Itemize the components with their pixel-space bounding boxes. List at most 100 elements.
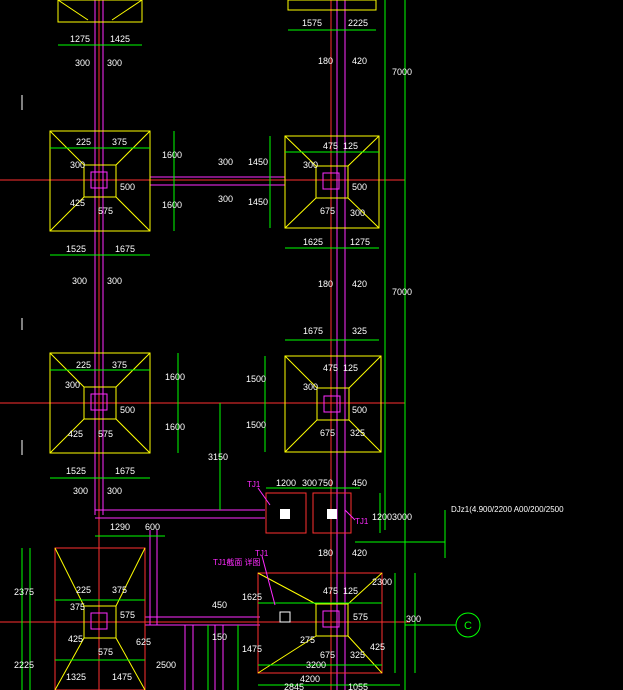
svg-text:180: 180: [318, 279, 333, 289]
svg-text:300: 300: [70, 160, 85, 170]
svg-text:750: 750: [318, 478, 333, 488]
svg-text:300: 300: [406, 614, 421, 624]
svg-text:425: 425: [370, 642, 385, 652]
leaders: [257, 487, 356, 606]
svg-text:500: 500: [352, 405, 367, 415]
tj1-pads: [265, 492, 352, 534]
wall-strips: [94, 0, 346, 690]
svg-text:475: 475: [323, 141, 338, 151]
tj1-label-a: TJ1: [247, 480, 261, 489]
svg-text:2845: 2845: [284, 682, 304, 690]
svg-text:625: 625: [136, 637, 151, 647]
svg-text:1450: 1450: [248, 157, 268, 167]
svg-text:7000: 7000: [392, 67, 412, 77]
svg-text:675: 675: [320, 428, 335, 438]
svg-text:3150: 3150: [208, 452, 228, 462]
svg-text:575: 575: [353, 612, 368, 622]
svg-text:1525: 1525: [66, 466, 86, 476]
svg-text:325: 325: [350, 650, 365, 660]
svg-text:1600: 1600: [165, 372, 185, 382]
svg-text:300: 300: [302, 478, 317, 488]
svg-text:300: 300: [107, 276, 122, 286]
svg-text:1450: 1450: [248, 197, 268, 207]
svg-text:3000: 3000: [392, 512, 412, 522]
svg-text:1200: 1200: [372, 512, 392, 522]
svg-text:3200: 3200: [306, 660, 326, 670]
svg-text:1525: 1525: [66, 244, 86, 254]
svg-text:2300: 2300: [372, 577, 392, 587]
svg-text:425: 425: [70, 198, 85, 208]
svg-text:1600: 1600: [165, 422, 185, 432]
svg-text:125: 125: [343, 141, 358, 151]
dimension-lines: [21, 0, 446, 690]
svg-text:300: 300: [218, 194, 233, 204]
svg-text:300: 300: [72, 276, 87, 286]
svg-text:325: 325: [350, 428, 365, 438]
svg-text:1600: 1600: [162, 150, 182, 160]
svg-text:575: 575: [98, 206, 113, 216]
svg-text:375: 375: [70, 602, 85, 612]
svg-text:2500: 2500: [156, 660, 176, 670]
svg-text:500: 500: [120, 182, 135, 192]
svg-text:500: 500: [352, 182, 367, 192]
svg-text:275: 275: [300, 635, 315, 645]
svg-text:450: 450: [352, 478, 367, 488]
svg-text:1275: 1275: [70, 34, 90, 44]
svg-text:4200: 4200: [300, 674, 320, 684]
svg-text:7000: 7000: [392, 287, 412, 297]
svg-text:575: 575: [98, 647, 113, 657]
svg-text:2225: 2225: [348, 18, 368, 28]
svg-text:500: 500: [120, 405, 135, 415]
svg-text:300: 300: [350, 208, 365, 218]
svg-text:300: 300: [303, 160, 318, 170]
svg-text:575: 575: [120, 610, 135, 620]
svg-text:2375: 2375: [14, 587, 34, 597]
svg-text:1625: 1625: [242, 592, 262, 602]
svg-text:1475: 1475: [242, 644, 262, 654]
svg-text:225: 225: [76, 137, 91, 147]
svg-text:1675: 1675: [303, 326, 323, 336]
svg-text:375: 375: [112, 360, 127, 370]
svg-text:1290: 1290: [110, 522, 130, 532]
footing-5: [54, 547, 146, 690]
tj1-label-b: TJ1: [355, 517, 369, 526]
svg-text:300: 300: [73, 486, 88, 496]
svg-text:675: 675: [320, 206, 335, 216]
svg-text:420: 420: [352, 548, 367, 558]
footing-top-right: [287, 0, 377, 11]
svg-text:225: 225: [76, 585, 91, 595]
footing-4: [284, 355, 382, 453]
svg-text:180: 180: [318, 548, 333, 558]
svg-text:1475: 1475: [112, 672, 132, 682]
svg-text:1675: 1675: [115, 466, 135, 476]
tj1-label-c: TJ1: [255, 549, 269, 558]
svg-text:450: 450: [212, 600, 227, 610]
svg-text:300: 300: [65, 380, 80, 390]
svg-text:425: 425: [68, 634, 83, 644]
svg-text:300: 300: [218, 157, 233, 167]
svg-text:125: 125: [343, 363, 358, 373]
svg-text:600: 600: [145, 522, 160, 532]
dimension-texts: 1275 1425 1575 2225 300 300 180 420 225 …: [14, 18, 421, 690]
svg-text:1675: 1675: [115, 244, 135, 254]
svg-text:1425: 1425: [110, 34, 130, 44]
svg-text:1575: 1575: [302, 18, 322, 28]
svg-text:300: 300: [75, 58, 90, 68]
axis-c-label: C: [464, 620, 472, 632]
svg-text:420: 420: [352, 279, 367, 289]
svg-text:180: 180: [318, 56, 333, 66]
svg-text:475: 475: [323, 586, 338, 596]
svg-text:1325: 1325: [66, 672, 86, 682]
svg-text:575: 575: [98, 429, 113, 439]
svg-text:1275: 1275: [350, 237, 370, 247]
svg-text:1600: 1600: [162, 200, 182, 210]
axis-bubble-c: C: [405, 612, 481, 638]
footing-top-left: [57, 0, 143, 23]
svg-text:300: 300: [107, 486, 122, 496]
svg-text:375: 375: [112, 585, 127, 595]
svg-text:1055: 1055: [348, 682, 368, 690]
svg-text:225: 225: [76, 360, 91, 370]
svg-text:420: 420: [352, 56, 367, 66]
svg-text:425: 425: [68, 429, 83, 439]
